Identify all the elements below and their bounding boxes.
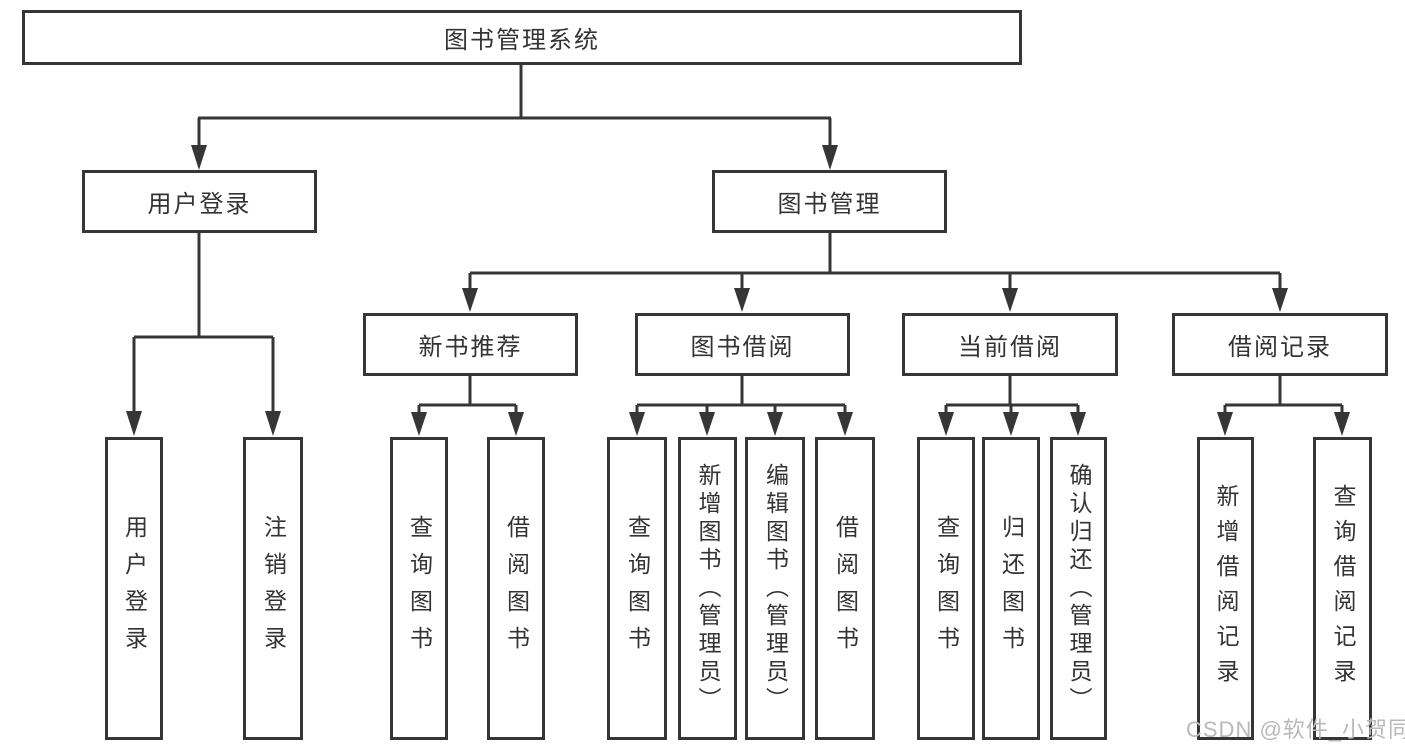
node-root: 图书管理系统 (22, 10, 1022, 65)
leaf-label: 编辑图书（管理员） (762, 462, 789, 715)
leaf-confirm-return-admin: 确认归还（管理员） (1050, 437, 1107, 740)
node-current-borrow: 当前借阅 (902, 313, 1118, 376)
leaf-add-books-admin: 新增图书（管理员） (678, 437, 737, 740)
node-new-book-recommend: 新书推荐 (363, 313, 578, 376)
leaf-label: 借阅图书 (832, 514, 859, 663)
node-borrow-records: 借阅记录 (1172, 313, 1388, 376)
leaf-label: 新增图书（管理员） (695, 462, 721, 715)
node-root-label: 图书管理系统 (444, 27, 600, 54)
leaf-return-books: 归还图书 (982, 437, 1040, 740)
leaf-label: 新增借阅记录 (1213, 483, 1239, 694)
node-book-borrow-label: 图书借阅 (690, 334, 795, 361)
leaf-label: 查询借阅记录 (1330, 483, 1356, 694)
arrowheads (126, 145, 1350, 436)
node-user-login-label: 用户登录 (147, 191, 252, 218)
leaf-add-borrow-record: 新增借阅记录 (1197, 437, 1254, 740)
leaf-label: 归还图书 (998, 514, 1025, 663)
node-new-book-recommend-label: 新书推荐 (418, 334, 523, 361)
leaf-query-books-borrow: 查询图书 (607, 437, 667, 740)
node-user-login: 用户登录 (82, 170, 317, 233)
leaf-borrow-books: 借阅图书 (815, 437, 875, 740)
leaf-query-borrow-record: 查询借阅记录 (1313, 437, 1372, 740)
leaf-label: 注销登录 (260, 514, 287, 663)
leaf-edit-books-admin: 编辑图书（管理员） (745, 437, 805, 740)
leaf-label: 查询图书 (933, 514, 960, 663)
leaf-query-books-current: 查询图书 (917, 437, 975, 740)
leaf-label: 查询图书 (624, 514, 651, 663)
leaf-user-login: 用户登录 (105, 437, 163, 740)
leaf-query-books-recommend: 查询图书 (390, 437, 448, 740)
leaf-borrow-books-recommend: 借阅图书 (487, 437, 545, 740)
node-borrow-records-label: 借阅记录 (1228, 334, 1332, 361)
node-book-borrow: 图书借阅 (635, 313, 850, 376)
leaf-logout: 注销登录 (243, 437, 303, 740)
leaf-label: 借阅图书 (503, 514, 530, 663)
node-current-borrow-label: 当前借阅 (958, 334, 1062, 361)
watermark: CSDN @软件_小贺同学 (1186, 717, 1405, 742)
leaf-label: 查询图书 (406, 514, 433, 663)
leaf-label: 用户登录 (121, 514, 148, 663)
node-book-management: 图书管理 (712, 170, 947, 233)
node-book-management-label: 图书管理 (777, 191, 882, 218)
leaf-label: 确认归还（管理员） (1066, 462, 1092, 715)
